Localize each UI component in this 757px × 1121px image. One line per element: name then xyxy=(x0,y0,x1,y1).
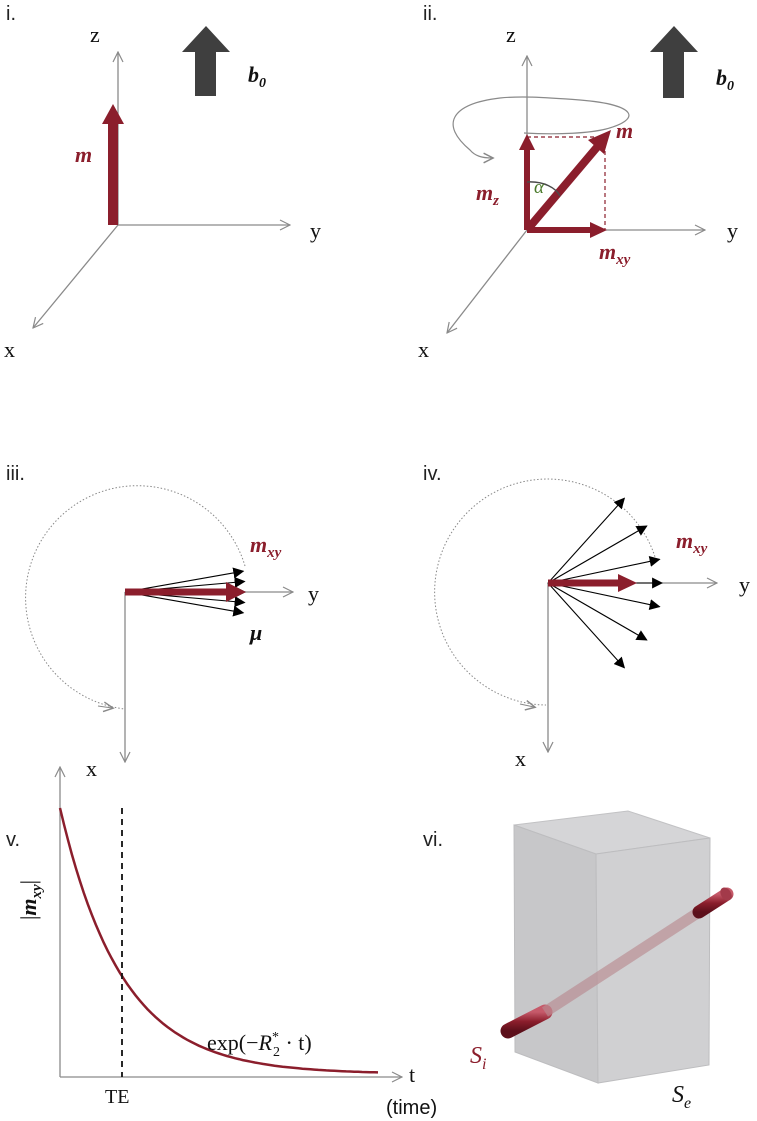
time-label: (time) xyxy=(386,1097,437,1119)
precession-circle xyxy=(25,485,246,710)
z-axis-label: z xyxy=(506,22,516,47)
m-vector-head xyxy=(102,104,124,124)
x-axis xyxy=(447,229,528,333)
mxy-vector-head xyxy=(590,222,607,238)
b0-field-arrow-icon xyxy=(182,26,230,96)
mu-label: μ xyxy=(249,620,262,645)
b0-label: b0 xyxy=(716,65,734,94)
rotation-arrow xyxy=(97,706,112,708)
y-axis-label: y xyxy=(739,572,750,597)
panel-iii: iii. y x mxy μ xyxy=(6,463,319,781)
panel-v: v. TE t (time) exp(−R*2 · t) |mxy| xyxy=(6,767,437,1119)
panel-i-label: i. xyxy=(6,3,16,25)
mz-label: mz xyxy=(476,180,499,209)
se-label: Se xyxy=(672,1082,691,1112)
x-axis-label: x xyxy=(86,756,97,781)
axon-inside xyxy=(542,907,702,1017)
tissue-cube xyxy=(513,810,711,1084)
panel-ii: ii. z y x b0 α m mz mxy xyxy=(418,3,738,362)
x-axis xyxy=(33,224,119,328)
panel-vi: vi. Si Se xyxy=(423,810,734,1112)
rotation-arrow xyxy=(519,704,534,707)
x-axis-label: x xyxy=(515,746,526,771)
panel-v-label: v. xyxy=(6,829,20,851)
m-vector-head xyxy=(588,130,611,154)
t-label: t xyxy=(409,1062,415,1087)
precession-circle xyxy=(434,478,657,706)
decay-formula: exp(−R*2 · t) xyxy=(207,1030,312,1060)
decay-curve xyxy=(58,807,379,1074)
cube-right-face xyxy=(595,837,711,1084)
panel-iii-label: iii. xyxy=(6,463,25,485)
alpha-label: α xyxy=(534,177,545,198)
panel-iv-label: iv. xyxy=(423,463,442,485)
si-label: Si xyxy=(470,1043,486,1073)
svg-text:|mxy|: |mxy| xyxy=(16,880,45,920)
axon-cap xyxy=(720,887,732,901)
m-vector xyxy=(523,143,602,233)
mxy-label: mxy xyxy=(676,528,708,557)
b0-field-arrow-icon xyxy=(650,26,698,98)
axon-left-end xyxy=(500,1004,553,1039)
mxy-vector-head xyxy=(618,574,637,592)
spin-vector xyxy=(547,582,648,641)
y-axis-label: y xyxy=(310,218,321,243)
y-axis-label: |mxy| xyxy=(16,880,45,920)
x-axis-label: x xyxy=(4,337,15,362)
spin-vector xyxy=(547,525,648,584)
mz-vector-head xyxy=(519,134,535,150)
y-axis-label: y xyxy=(308,581,319,606)
m-label: m xyxy=(616,118,633,143)
spin-vector xyxy=(547,582,661,611)
mxy-vector-head xyxy=(226,582,246,602)
spin-vector xyxy=(547,497,626,584)
y-axis-label: y xyxy=(727,218,738,243)
angle-arc xyxy=(526,181,561,197)
axon-rod xyxy=(500,887,734,1039)
panel-i: i. z y x b0 m xyxy=(4,3,321,362)
spin-vectors xyxy=(547,497,664,669)
panel-iv: iv. y x mxy xyxy=(423,463,750,771)
m-label: m xyxy=(75,142,92,167)
z-axis-label: z xyxy=(90,22,100,47)
te-label: TE xyxy=(105,1086,129,1108)
precession-path xyxy=(452,96,630,158)
panel-ii-label: ii. xyxy=(423,3,437,25)
b0-label: b0 xyxy=(248,62,266,91)
spin-vector xyxy=(547,582,626,669)
spin-vector xyxy=(547,555,661,584)
mxy-label: mxy xyxy=(599,239,631,268)
cube-left-face xyxy=(513,824,599,1084)
panel-vi-label: vi. xyxy=(423,829,443,851)
mxy-label: mxy xyxy=(250,532,282,561)
x-axis-label: x xyxy=(418,337,429,362)
